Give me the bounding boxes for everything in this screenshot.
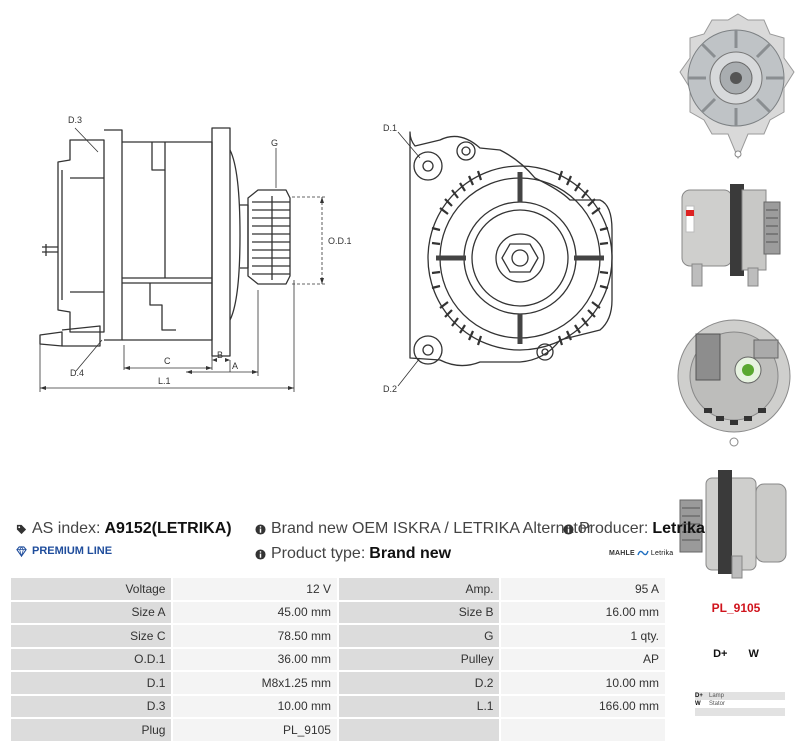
- table-row: D.3 10.00 mm L.1 166.00 mm: [11, 695, 665, 717]
- spec-key: D.3: [11, 695, 172, 717]
- producer-value: Letrika: [652, 520, 705, 537]
- spec-key: Size C: [11, 625, 172, 647]
- label-od1: O.D.1: [328, 236, 352, 246]
- label-l1: L.1: [158, 376, 171, 386]
- legend-value: Stator: [709, 701, 726, 707]
- info-icon: [255, 548, 266, 560]
- spec-key: Pulley: [338, 648, 500, 670]
- brand-logo: MAHLE Letrika: [609, 549, 673, 557]
- legend-key: D+: [695, 693, 703, 699]
- spec-value: 1 qty.: [501, 625, 665, 647]
- tag-icon: [16, 524, 27, 534]
- label-a: A: [232, 361, 238, 371]
- spec-table: Voltage 12 V Amp. 95 A Size A 45.00 mm S…: [9, 576, 667, 743]
- info-icon: [255, 523, 266, 535]
- spec-key: L.1: [338, 695, 500, 717]
- table-row: Voltage 12 V Amp. 95 A: [11, 578, 665, 600]
- plug-terminals: D+ W: [672, 648, 800, 660]
- info-icon: [563, 523, 574, 535]
- product-photo-strip: [672, 0, 800, 751]
- legend-key: W: [695, 701, 701, 707]
- technical-drawing-area: D.3 D.4 G O.D.1 C B A L.1 D.1 D.2: [39, 115, 613, 394]
- spec-value: PL_9105: [173, 719, 337, 741]
- spec-key: O.D.1: [11, 648, 172, 670]
- label-d2: D.2: [383, 384, 397, 394]
- as-index: AS index: A9152(LETRIKA): [16, 520, 232, 538]
- alternator-front-photo: [679, 13, 795, 160]
- spec-value: 12 V: [173, 578, 337, 600]
- alternator-side-photo: [681, 184, 781, 287]
- terminal-label: W: [748, 648, 759, 660]
- list-item: D+ Lamp: [695, 692, 785, 700]
- label-d4: D.4: [70, 368, 84, 378]
- spec-key: Size A: [11, 601, 172, 623]
- wave-icon: [637, 550, 649, 556]
- as-index-value: A9152(LETRIKA): [104, 520, 232, 537]
- label-g: G: [271, 138, 278, 148]
- label-c: C: [164, 356, 171, 366]
- label-b: B: [217, 350, 223, 360]
- spec-key: D.1: [11, 672, 172, 694]
- description-text: Brand new OEM ISKRA / LETRIKA Alternator: [271, 520, 593, 537]
- spec-key: Size B: [338, 601, 500, 623]
- table-row: D.1 M8x1.25 mm D.2 10.00 mm: [11, 672, 665, 694]
- list-item: [695, 708, 785, 716]
- spec-key: Amp.: [338, 578, 500, 600]
- spec-value: 45.00 mm: [173, 601, 337, 623]
- label-d1: D.1: [383, 123, 397, 133]
- spec-key: Voltage: [11, 578, 172, 600]
- legend-value: [709, 716, 785, 724]
- spec-value: 16.00 mm: [501, 601, 665, 623]
- table-row: Plug PL_9105: [11, 719, 665, 741]
- product-type-label: Product type:: [271, 545, 366, 562]
- label-d3: D.3: [68, 115, 82, 125]
- table-row: O.D.1 36.00 mm Pulley AP: [11, 648, 665, 670]
- spec-value: [501, 719, 665, 741]
- spec-key: G: [338, 625, 500, 647]
- producer-label: Producer:: [579, 520, 649, 537]
- spec-value: 10.00 mm: [173, 695, 337, 717]
- spec-value: AP: [501, 648, 665, 670]
- as-index-label: AS index:: [32, 520, 101, 537]
- spec-key: Plug: [11, 719, 172, 741]
- diamond-icon: [16, 545, 27, 557]
- alternator-pulley-photo: [679, 470, 787, 579]
- list-item: [695, 716, 785, 724]
- brand-mark-sub: Letrika: [650, 549, 674, 557]
- legend-key: [695, 708, 709, 716]
- spec-value: M8x1.25 mm: [173, 672, 337, 694]
- legend-value: [709, 708, 785, 716]
- description: Brand new OEM ISKRA / LETRIKA Alternator: [255, 520, 596, 538]
- product-type: Product type: Brand new: [255, 545, 451, 563]
- plug-legend: D+ Lamp W Stator: [695, 692, 785, 724]
- product-type-value: Brand new: [369, 545, 452, 562]
- producer: Producer: Letrika: [563, 520, 705, 538]
- legend-key: [695, 716, 709, 724]
- spec-value: 36.00 mm: [173, 648, 337, 670]
- legend-value: Lamp: [709, 693, 725, 699]
- spec-value: 166.00 mm: [501, 695, 665, 717]
- side-view-drawing: D.3 D.4 G O.D.1 C B A L.1 D.1 D.2: [39, 115, 613, 394]
- table-row: Size C 78.50 mm G 1 qty.: [11, 625, 665, 647]
- premium-line: PREMIUM LINE: [16, 545, 112, 557]
- spec-key: [338, 719, 500, 741]
- spec-value: 78.50 mm: [173, 625, 337, 647]
- list-item: W Stator: [695, 700, 785, 708]
- brand-mark: MAHLE: [609, 549, 635, 557]
- plug-code: PL_9105: [711, 601, 761, 615]
- spec-value: 95 A: [501, 578, 665, 600]
- terminal-label: D+: [713, 648, 728, 660]
- spec-value: 10.00 mm: [501, 672, 665, 694]
- spec-key: D.2: [338, 672, 500, 694]
- table-row: Size A 45.00 mm Size B 16.00 mm: [11, 601, 665, 623]
- alternator-rear-photo: [677, 319, 791, 447]
- premium-line-text: PREMIUM LINE: [32, 545, 113, 557]
